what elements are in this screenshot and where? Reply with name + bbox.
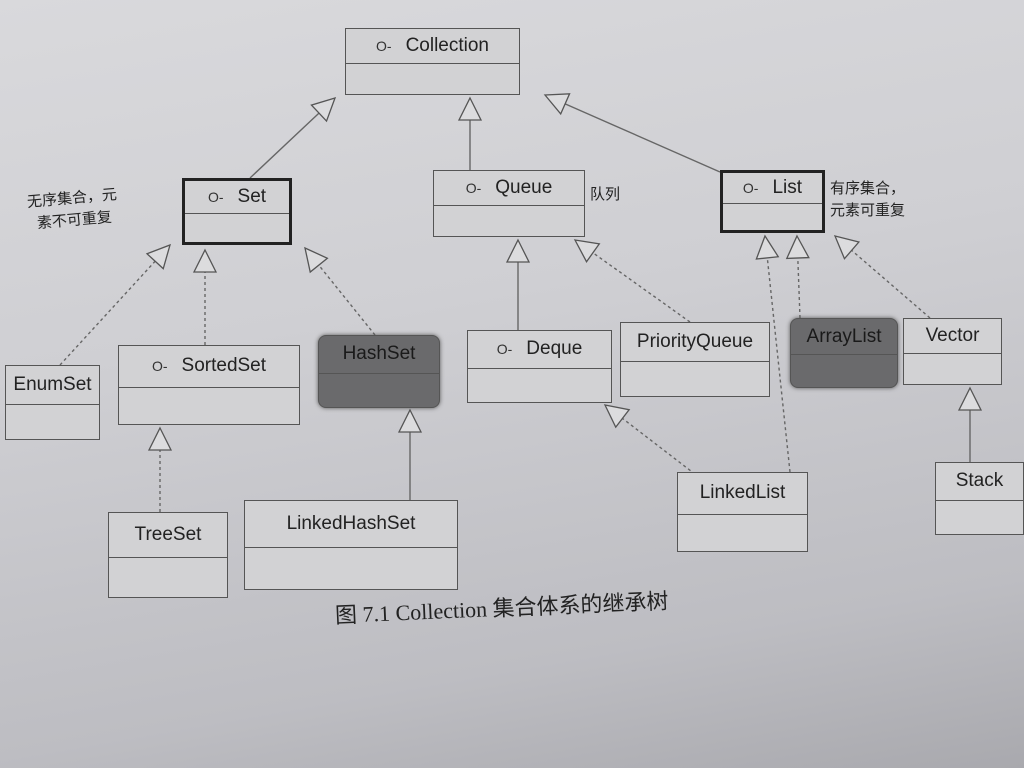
- class-name-row: O- Collection: [346, 29, 519, 64]
- interface-icon: O-: [496, 341, 513, 358]
- interface-icon: O-: [207, 188, 224, 205]
- class-name: Queue: [495, 176, 553, 198]
- class-box-queue: O- Queue: [433, 170, 585, 237]
- class-name: Set: [237, 185, 267, 207]
- class-name: Collection: [405, 34, 489, 56]
- interface-icon: O-: [376, 37, 392, 54]
- inheritance-arrow-icon: [310, 97, 337, 123]
- inheritance-arrow-icon: [192, 248, 218, 273]
- class-name-row: Vector: [904, 319, 1001, 354]
- inheritance-arrow-icon: [397, 408, 423, 433]
- interface-icon: O-: [151, 358, 168, 375]
- class-box-set: O- Set: [182, 178, 292, 245]
- class-name: Deque: [526, 338, 583, 360]
- class-name-row: EnumSet: [6, 366, 99, 405]
- class-box-collection: O- Collection: [345, 28, 520, 95]
- inheritance-arrow-icon: [755, 234, 780, 260]
- edge-priorityqueue-queue: [592, 252, 691, 323]
- class-name-row: O- SortedSet: [119, 346, 299, 388]
- class-name: SortedSet: [181, 355, 267, 377]
- inheritance-arrow-icon: [785, 234, 810, 260]
- class-box-arraylist: ArrayList: [790, 318, 898, 388]
- class-name: Stack: [955, 470, 1004, 492]
- inheritance-arrow-icon: [147, 426, 173, 451]
- class-box-stack: Stack: [935, 462, 1024, 535]
- class-name-row: O- Queue: [434, 171, 584, 206]
- class-name-row: O- Set: [185, 181, 289, 214]
- class-name-row: TreeSet: [109, 513, 227, 558]
- edge-arraylist-list: [797, 257, 801, 319]
- class-box-linkedlist: LinkedList: [677, 472, 808, 552]
- inheritance-arrow-icon: [957, 386, 983, 411]
- class-box-priorityqueue: PriorityQueue: [620, 322, 770, 397]
- class-name: LinkedHashSet: [286, 512, 416, 534]
- inheritance-arrow-icon: [145, 243, 171, 270]
- class-name-row: ArrayList: [791, 319, 897, 356]
- class-box-treeset: TreeSet: [108, 512, 228, 598]
- class-box-sortedset: O- SortedSet: [118, 345, 300, 425]
- interface-icon: O-: [465, 179, 482, 196]
- class-box-vector: Vector: [903, 318, 1002, 385]
- inheritance-arrow-icon: [304, 246, 329, 274]
- class-name: PriorityQueue: [636, 330, 754, 352]
- inheritance-arrow-icon: [603, 404, 631, 429]
- class-box-deque: O- Deque: [467, 330, 612, 403]
- class-box-enumset: EnumSet: [5, 365, 100, 440]
- class-name-row: O- Deque: [468, 331, 611, 369]
- class-box-linkedhashset: LinkedHashSet: [244, 500, 458, 590]
- list-note-line1: 有序集合，: [830, 180, 906, 197]
- class-name: TreeSet: [134, 523, 202, 545]
- class-name: LinkedList: [699, 482, 786, 504]
- class-name: Vector: [925, 324, 980, 346]
- class-name-row: PriorityQueue: [621, 323, 769, 362]
- class-name-row: HashSet: [319, 336, 439, 374]
- inheritance-arrow-icon: [505, 238, 531, 263]
- class-name: HashSet: [342, 343, 416, 365]
- inheritance-arrow-icon: [543, 93, 571, 116]
- class-box-hashset: HashSet: [318, 335, 440, 408]
- set-note: 无序集合，元 素不可重复: [26, 184, 120, 236]
- inheritance-arrow-icon: [573, 239, 601, 263]
- class-name: ArrayList: [806, 325, 882, 347]
- inheritance-arrow-icon: [457, 96, 483, 121]
- class-name: List: [772, 176, 803, 198]
- class-name-row: O- List: [723, 173, 822, 204]
- edge-list-collection: [564, 103, 721, 173]
- list-note-line2: 元素可重复: [830, 202, 906, 219]
- edge-linkedlist-deque: [622, 417, 701, 479]
- edge-hashset-set: [318, 264, 376, 336]
- list-note: 有序集合， 元素可重复: [830, 178, 905, 222]
- edge-vector-list: [851, 249, 931, 319]
- interface-icon: O-: [742, 179, 759, 196]
- class-box-list: O- List: [720, 170, 825, 233]
- queue-note: 队列: [590, 186, 621, 203]
- edge-linkedlist-list: [766, 257, 791, 473]
- class-name-row: Stack: [936, 463, 1023, 501]
- class-name-row: LinkedHashSet: [245, 501, 457, 548]
- edge-set-collection: [249, 112, 320, 179]
- inheritance-arrow-icon: [833, 235, 861, 260]
- class-name: EnumSet: [13, 373, 92, 395]
- class-name-row: LinkedList: [678, 473, 807, 515]
